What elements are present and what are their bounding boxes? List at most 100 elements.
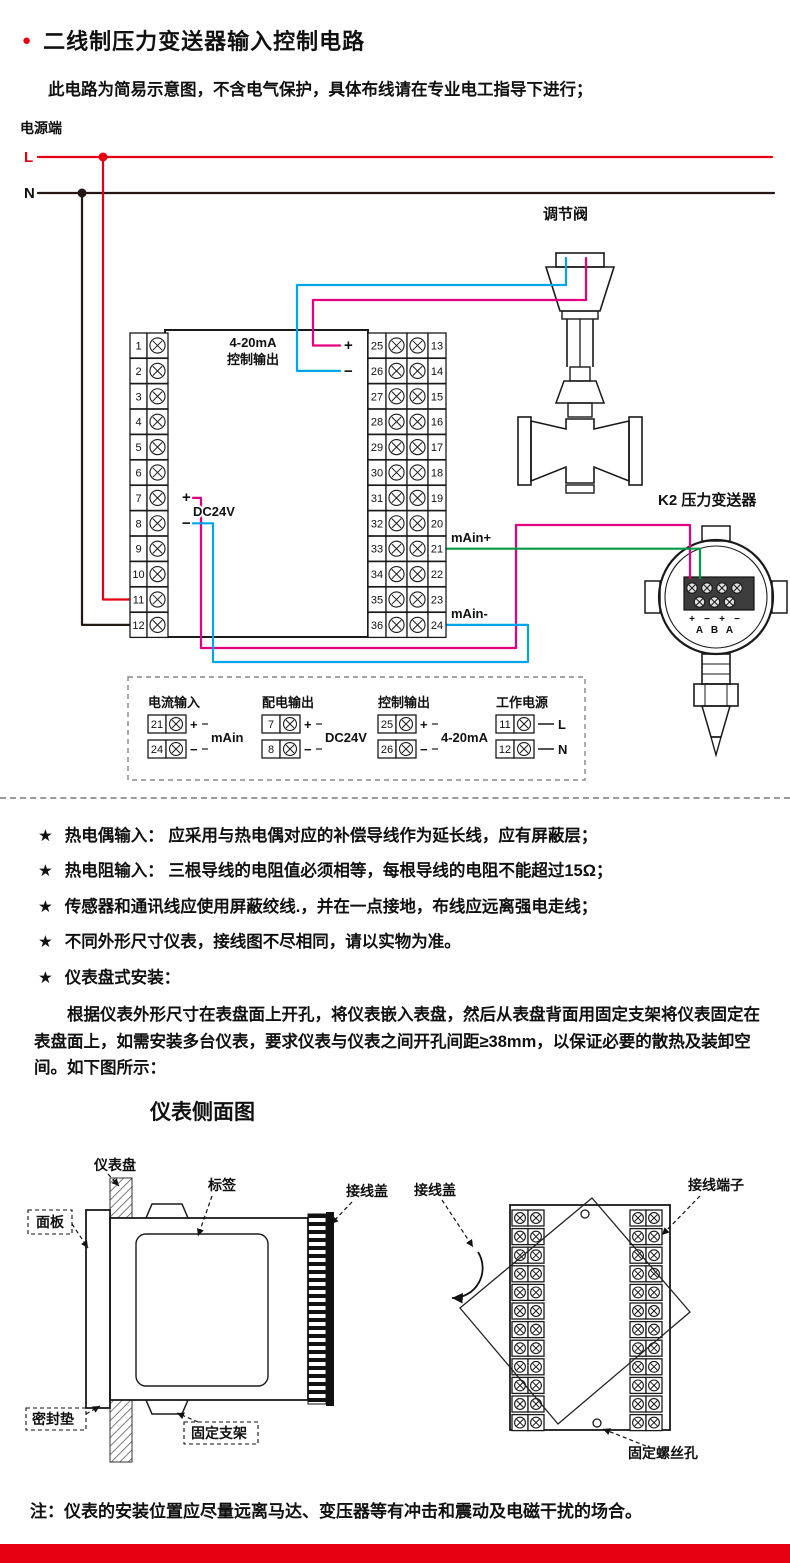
terminal-number: 10	[129, 560, 148, 588]
svg-text:−: −	[734, 614, 740, 625]
screw-icon	[648, 1416, 660, 1429]
svg-text:24: 24	[431, 620, 443, 632]
screw-terminal	[513, 714, 535, 734]
svg-text:21: 21	[431, 544, 443, 556]
svg-text:25: 25	[371, 341, 383, 353]
wire-output-plus-to-valve	[311, 256, 588, 347]
svg-text:电流输入: 电流输入	[148, 695, 200, 710]
terminal-number: 31	[367, 484, 387, 512]
screw-terminal	[165, 739, 187, 759]
wire-main-plus-to-transmitter	[445, 547, 702, 580]
svg-text:20: 20	[431, 518, 443, 530]
svg-text:mAin: mAin	[211, 730, 244, 745]
install-paragraph: 根据仪表外形尺寸在表盘面上开孔，将仪表嵌入表盘，然后从表盘背面用固定支架将仪表固…	[34, 1006, 760, 1078]
svg-text:35: 35	[371, 595, 383, 607]
terminal-number: 12	[495, 739, 515, 759]
screw-icon	[530, 1212, 542, 1224]
svg-text:22: 22	[431, 569, 443, 581]
screw-icon	[514, 1416, 526, 1429]
screw-terminal	[165, 714, 187, 734]
screw-icon	[632, 1249, 644, 1262]
svg-text:14: 14	[431, 366, 443, 378]
svg-text:L: L	[558, 717, 566, 732]
screw-icon	[388, 515, 405, 532]
svg-text:29: 29	[371, 442, 383, 454]
bracket-label: 固定支架	[191, 1425, 247, 1441]
screw-terminal	[146, 510, 169, 537]
screw-terminal	[279, 714, 301, 734]
screw-icon	[632, 1323, 644, 1336]
svg-text:12: 12	[132, 620, 144, 632]
svg-text:控制输出: 控制输出	[378, 695, 430, 710]
wire-n-to-12	[80, 191, 133, 626]
svg-text:25: 25	[381, 719, 393, 731]
screw-icon	[530, 1323, 542, 1336]
control-valve: 调节阀	[517, 205, 643, 494]
svg-text:21: 21	[151, 719, 163, 731]
terminal-number: 9	[129, 535, 148, 562]
screw-icon	[409, 489, 426, 507]
screw-icon	[632, 1267, 644, 1280]
star-icon: ★	[38, 933, 53, 952]
screw-icon	[388, 616, 405, 634]
svg-text:27: 27	[371, 391, 383, 403]
screw-icon	[632, 1212, 644, 1224]
screw-icon	[409, 464, 426, 481]
screw-icon	[648, 1342, 660, 1355]
terminal-number: 26	[367, 357, 387, 385]
screw-icon	[632, 1342, 644, 1355]
label-area	[135, 1233, 269, 1387]
screw-terminal	[395, 714, 417, 734]
svg-text:A: A	[696, 625, 703, 636]
terminal-number: 16	[427, 408, 447, 435]
screw-terminal	[385, 586, 408, 613]
section-divider	[0, 797, 790, 799]
terminal-number: 25	[377, 714, 397, 734]
screw-icon	[648, 1398, 660, 1410]
screw-icon	[388, 388, 405, 405]
svg-text:7: 7	[268, 719, 274, 731]
screw-icon	[149, 565, 166, 583]
circuit-diagram: 电源端 L N 4-20mA 控制输出 调节阀	[20, 120, 788, 781]
notes-list: ★热电偶输入： 应采用与热电偶对应的补偿导线作为延长线，应有屏蔽层； ★热电阻输…	[38, 826, 778, 1003]
gasket-leader	[85, 1405, 101, 1415]
screw-terminal	[385, 560, 408, 588]
screw-icon	[632, 1416, 644, 1429]
cover-left-leader	[330, 1201, 353, 1225]
screw-icon	[632, 1398, 644, 1410]
svg-text:32: 32	[371, 518, 383, 530]
terminal-number: 20	[427, 510, 447, 537]
terminal-number: 6	[129, 459, 148, 486]
note-item: ★热电偶输入： 应采用与热电偶对应的补偿导线作为延长线，应有屏蔽层；	[38, 826, 778, 847]
svg-text:12: 12	[499, 744, 511, 756]
screw-icon	[530, 1398, 542, 1410]
line-n-label: N	[24, 185, 35, 202]
rear-terminal-screws	[511, 1209, 663, 1432]
screw-icon	[648, 1305, 660, 1317]
svg-text:−: −	[420, 742, 428, 757]
svg-text:26: 26	[371, 366, 383, 378]
svg-text:24: 24	[151, 744, 163, 756]
terminal-number: 7	[129, 484, 148, 512]
power-terminal-label: 电源端	[20, 120, 62, 136]
screw-terminal	[406, 383, 429, 410]
terminal-number: 25	[367, 332, 387, 359]
wire-dc24v-minus-to-main-minus	[189, 522, 530, 664]
screw-terminal	[146, 459, 169, 486]
mount-bracket-top	[145, 1203, 189, 1219]
svg-text:+: +	[304, 717, 312, 732]
svg-text:15: 15	[431, 391, 443, 403]
screw-icon	[686, 582, 698, 594]
screw-icon	[514, 1360, 526, 1373]
bottom-note: 注：仪表的安装位置应尽量远离马达、变压器等有冲击和震动及电磁干扰的场合。	[30, 1502, 642, 1521]
screw-icon	[648, 1212, 660, 1224]
screw-icon	[530, 1249, 542, 1262]
svg-text:7: 7	[135, 493, 141, 505]
screw-terminal	[146, 484, 169, 512]
screw-terminal	[146, 383, 169, 410]
terminal-number: 23	[427, 586, 447, 613]
output-label-line1: 4-20mA	[230, 335, 278, 350]
note-item: ★热电阻输入： 三根导线的电阻值必须相等，每根导线的电阻不能超过15Ω；	[38, 861, 778, 882]
panel-leader	[107, 1173, 120, 1187]
